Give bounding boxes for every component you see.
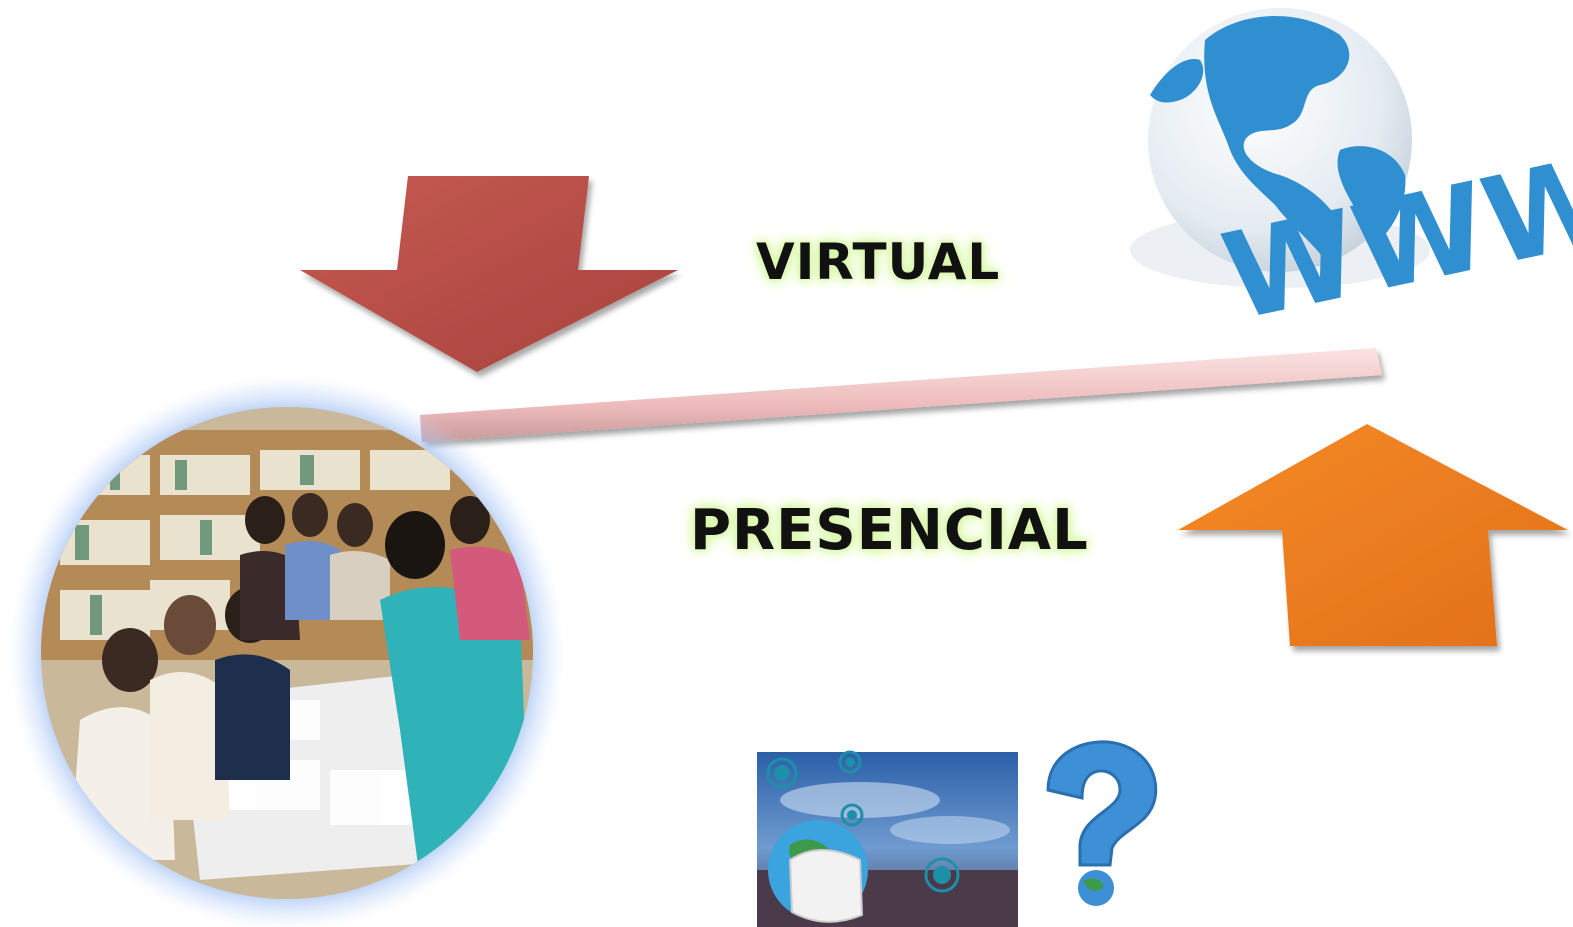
www-globe-icon: WWW bbox=[1130, 8, 1573, 348]
down-arrow bbox=[300, 176, 678, 372]
divider-bar bbox=[420, 348, 1382, 442]
virtual-label: VIRTUAL bbox=[756, 233, 1001, 291]
classroom-photo bbox=[9, 375, 565, 927]
question-mark-icon bbox=[1046, 740, 1158, 906]
up-arrow bbox=[1178, 424, 1568, 646]
presencial-label: PRESENCIAL bbox=[690, 498, 1089, 563]
covid-globe-mask-image bbox=[757, 750, 1018, 927]
